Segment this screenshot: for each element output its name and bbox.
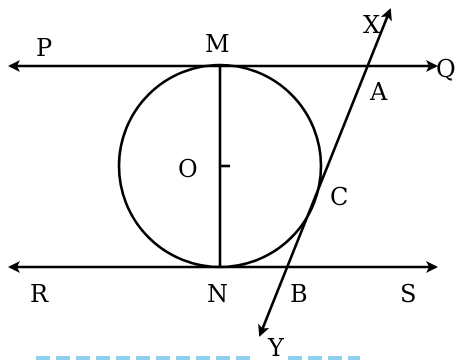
label-p: P — [36, 34, 52, 62]
label-q: Q — [436, 55, 456, 83]
label-r: R — [30, 280, 49, 308]
label-y: Y — [267, 334, 285, 362]
transversal-xy — [258, 8, 392, 337]
label-o: O — [178, 155, 198, 183]
label-a: A — [369, 78, 388, 106]
label-c: C — [330, 183, 348, 211]
label-n: N — [207, 280, 228, 308]
bottom-dash-strip — [36, 356, 360, 360]
label-x: X — [363, 11, 380, 39]
label-b: B — [290, 280, 308, 308]
label-m: M — [205, 30, 230, 58]
label-s: S — [400, 280, 416, 308]
